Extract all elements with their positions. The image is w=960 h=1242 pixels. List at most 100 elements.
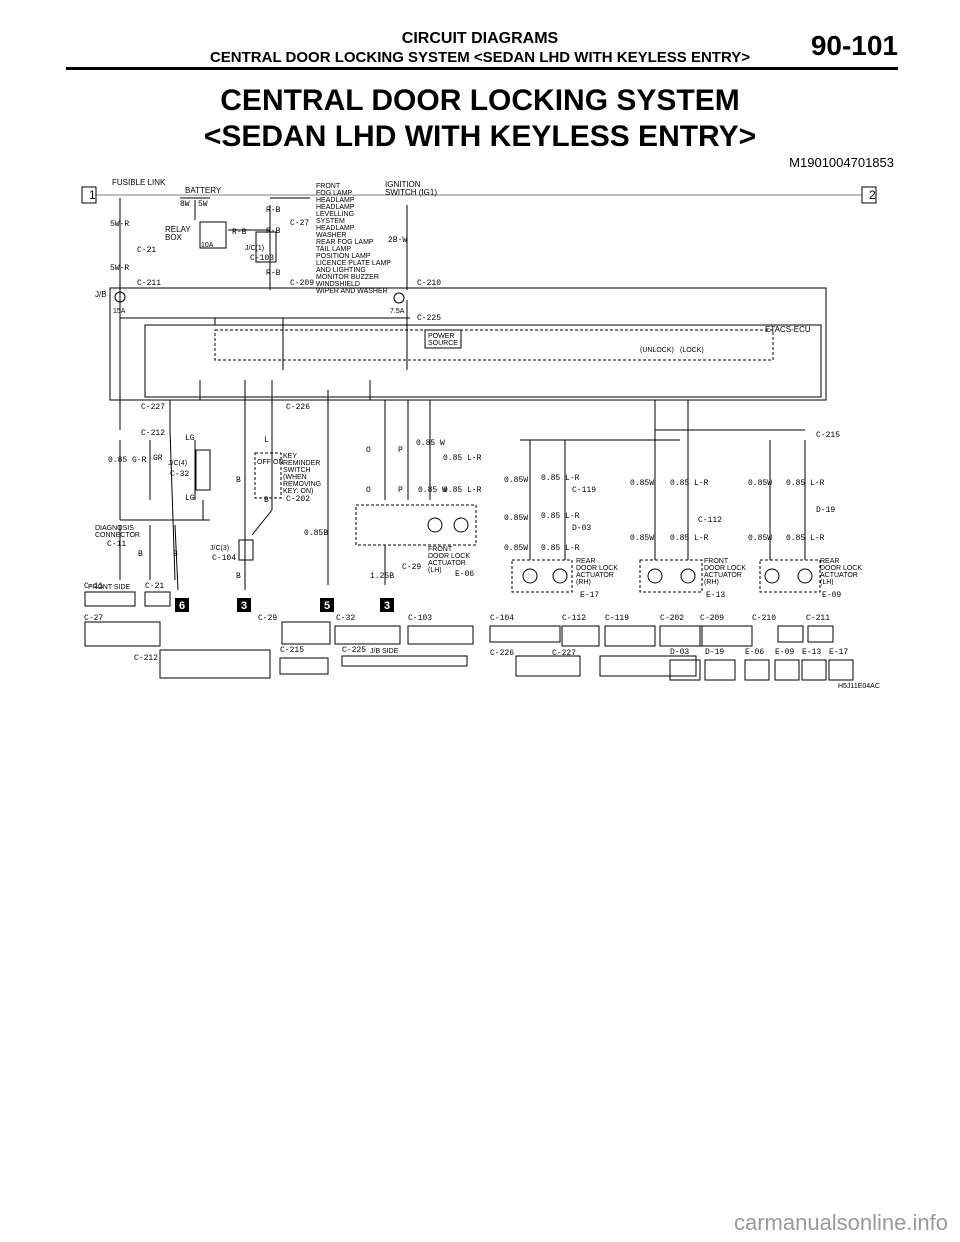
diagram-subtitle: <SEDAN LHD WITH KEYLESS ENTRY> — [203, 120, 757, 153]
connector-view-label: C-226 — [490, 649, 514, 658]
connector-ref: E-06 — [455, 570, 474, 579]
wire-label: P — [398, 486, 403, 495]
key-reminder-label: REMINDER — [283, 460, 320, 467]
wire-label: 0.85W — [630, 534, 654, 543]
wire-label: R-B — [266, 269, 281, 278]
connector-ref: E-09 — [822, 591, 841, 600]
connector-ref: C-225 — [417, 314, 441, 323]
wire-label: 0.85W — [748, 534, 772, 543]
connector-view-label: C-227 — [552, 649, 576, 658]
connector-ref: C-211 — [137, 279, 161, 288]
header-rule — [66, 67, 898, 70]
switch-off-label: OFF — [257, 459, 271, 466]
front-list-item: LEVELLING — [316, 211, 354, 218]
connector-view-label: C-215 — [280, 646, 304, 655]
wire-label: 0.85 W — [418, 486, 447, 495]
front-lh-label: ACTUATOR — [428, 560, 466, 567]
diagnosis-label: DIAGNOSIS — [95, 525, 134, 532]
front-list-item: POSITION LAMP — [316, 253, 371, 260]
jb-label: J/B — [95, 290, 107, 299]
diagram-title: CENTRAL DOOR LOCKING SYSTEM — [220, 84, 740, 117]
switch-on-label: ON — [273, 459, 284, 466]
wire-label: R-B — [266, 227, 281, 236]
rear-lh-label: REAR — [820, 558, 839, 565]
front-lh-label: DOOR LOCK — [428, 553, 470, 560]
connector-view-label: C-29 — [258, 614, 277, 623]
fusible-link-label: FUSIBLE LINK — [112, 178, 166, 187]
front-list-item: LICENCE PLATE LAMP — [316, 260, 391, 267]
power-source-label: POWER — [428, 333, 454, 340]
fuse-7-5a — [393, 292, 405, 304]
wire-label: 0.85W — [504, 514, 528, 523]
connector-ref: C-227 — [141, 403, 165, 412]
wire-label: 1.25B — [370, 572, 394, 581]
connector-ref: C-112 — [698, 516, 722, 525]
front-rh-actuator-box — [639, 559, 703, 593]
wire-label: 0.85 G-R — [108, 456, 147, 465]
wire-label: R-B — [232, 228, 247, 237]
lock-label: (LOCK) — [680, 347, 704, 354]
wire-label: O — [366, 446, 371, 455]
front-rh-label: (RH) — [704, 579, 719, 586]
rear-rh-label: ACTUATOR — [576, 572, 614, 579]
rear-lh-label: DOOR LOCK — [820, 565, 862, 572]
connector-ref: C-209 — [290, 279, 314, 288]
rear-lh-label: (LH) — [820, 579, 834, 586]
connector-ref: C-32 — [170, 470, 189, 479]
connector-view-label: C-112 — [562, 614, 586, 623]
key-reminder-label: (WHEN — [283, 474, 307, 481]
front-list-item: SYSTEM — [316, 218, 345, 225]
connector-view-label: C-27 — [84, 614, 103, 623]
wire-label: B — [236, 476, 241, 485]
front-list-item: TAIL LAMP — [316, 246, 351, 253]
rear-rh-label: DOOR LOCK — [576, 565, 618, 572]
connector-ref: C-11 — [107, 540, 126, 549]
front-rh-label: DOOR LOCK — [704, 565, 746, 572]
front-lh-motor — [427, 517, 443, 533]
connector-ref: C-27 — [290, 219, 309, 228]
front-side-label: FRONT SIDE — [88, 584, 131, 591]
wire-label: R-B — [266, 206, 281, 215]
relay-box-fuse — [199, 221, 227, 249]
sheet-marker-label: 2 — [869, 188, 876, 202]
wire-label: 5W-R — [110, 220, 129, 229]
rear-rh-label: (RH) — [576, 579, 591, 586]
rear-lh-actuator-box — [759, 559, 821, 593]
jb-box — [109, 287, 827, 401]
front-lh-label: FRONT — [428, 546, 453, 553]
wire-label: 0.85W — [504, 544, 528, 553]
unlock-label: (UNLOCK) — [640, 347, 674, 354]
rear-rh-label: REAR — [576, 558, 595, 565]
location-num: 5 — [324, 600, 330, 612]
connector-view-label: C-11 — [84, 582, 103, 591]
front-list-item: MONITOR BUZZER — [316, 274, 379, 281]
wire-label: P — [398, 446, 403, 455]
fuse-15a — [114, 291, 126, 303]
jb-side-label: J/B SIDE — [370, 648, 399, 655]
connector-view-label: C-202 — [660, 614, 684, 623]
connector-view-label: C-212 — [134, 654, 158, 663]
etacs-label: ETACS-ECU — [765, 325, 811, 334]
connector-ref: E-13 — [706, 591, 725, 600]
connector-view-label: C-104 — [490, 614, 514, 623]
connector-ref: C-21 — [137, 246, 156, 255]
wire-label: 8W — [180, 200, 190, 209]
wire-label: 0.85 W — [416, 439, 445, 448]
wire-label: LG — [185, 494, 195, 503]
wire-label: 0.85 L-R — [541, 474, 580, 483]
front-list-item: FOG LAMP — [316, 190, 353, 197]
wire-label: 0.85 L-R — [670, 534, 709, 543]
wire-label: 0.85 L-R — [541, 512, 580, 521]
key-reminder-label: KEY: ON) — [283, 488, 313, 495]
front-list-item: WASHER — [316, 232, 346, 239]
ignition-label: SWITCH (IG1) — [385, 188, 437, 197]
connector-view-label: E-13 — [802, 648, 821, 657]
watermark: carmanualsonline.info — [733, 1210, 948, 1235]
connector-view-label: D-03 — [670, 648, 689, 657]
fuse-a-label: 15A — [113, 308, 126, 315]
connector-ref: C-226 — [286, 403, 310, 412]
connector-ref: D-03 — [572, 524, 591, 533]
ignition-label: IGNITION — [385, 180, 421, 189]
wire-label: B — [236, 572, 241, 581]
front-list-item: AND LIGHTING — [316, 267, 366, 274]
